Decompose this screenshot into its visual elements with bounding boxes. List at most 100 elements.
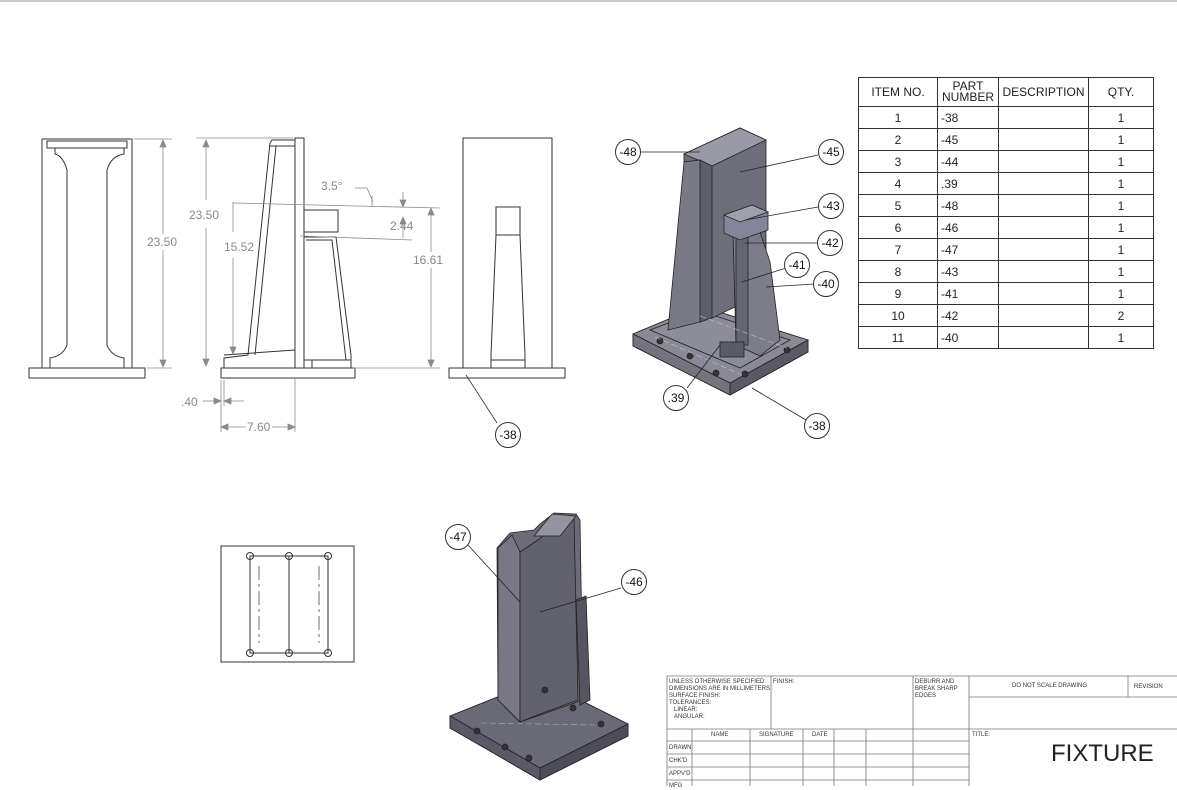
tolerance-notes: UNLESS OTHERWISE SPECIFIED: DIMENSIONS A…	[669, 679, 771, 720]
side-inner-height-label: 15.52	[224, 240, 254, 254]
bom-part-cell: -45	[937, 128, 999, 151]
svg-text:-48: -48	[619, 145, 637, 159]
bom-item-cell: 6	[858, 216, 938, 239]
bom-item-cell: 4	[858, 172, 938, 195]
bom-header-qty: QTY.	[1088, 77, 1154, 107]
bom-description-cell	[998, 106, 1089, 129]
bom-qty-cell: 1	[1088, 172, 1154, 195]
side-view	[220, 137, 356, 379]
bom-part-cell: -43	[937, 260, 999, 283]
svg-text:-47: -47	[449, 530, 467, 544]
bom-item-cell: 7	[858, 238, 938, 261]
bom-description-cell	[998, 150, 1089, 173]
leaders-bottom	[467, 544, 622, 613]
bom-header-item: ITEM NO.	[858, 77, 938, 107]
balloons-bottom: -47 -46	[445, 524, 647, 595]
finish-label: FINISH:	[773, 679, 795, 685]
title-block-grid	[666, 675, 1177, 786]
balloon-46: -46	[621, 569, 647, 595]
isometric-view-bottom	[449, 512, 629, 781]
balloon-right-view: -38	[495, 422, 521, 448]
bom-table: ITEM NO. PART NUMBER DESCRIPTION QTY. 1-…	[858, 77, 1154, 349]
date-header: DATE	[812, 732, 828, 738]
bom-description-cell	[998, 172, 1089, 195]
bom-part-cell: -42	[937, 304, 999, 327]
bom-description-cell	[998, 194, 1089, 217]
bom-description-cell	[998, 128, 1089, 151]
svg-text:-45: -45	[822, 145, 840, 159]
drawn-label: DRAWN	[669, 745, 692, 751]
bom-part-cell: -41	[937, 282, 999, 305]
table-row: 7-47 1	[858, 238, 1154, 261]
balloons-top: -48 -45 -43 -42 -41 -40 .39 -38	[615, 139, 844, 439]
bom-item-cell: 5	[858, 194, 938, 217]
bom-item-cell: 2	[858, 128, 938, 151]
bom-qty-cell: 1	[1088, 106, 1154, 129]
bom-item-cell: 1	[858, 106, 938, 129]
bom-description-cell	[998, 238, 1089, 261]
front-height-dimension	[134, 138, 172, 369]
bom-header-part: PART NUMBER	[937, 77, 999, 107]
bom-description-cell	[998, 216, 1089, 239]
name-header: NAME	[711, 732, 729, 738]
svg-text:-38: -38	[499, 428, 517, 442]
svg-text:-43: -43	[822, 199, 840, 213]
svg-text:-46: -46	[625, 575, 643, 589]
side-overall-height-label: 23.50	[189, 208, 219, 222]
svg-text:-38: -38	[808, 419, 826, 433]
table-row: 3-44 1	[858, 150, 1154, 173]
isometric-view-top	[632, 127, 810, 396]
bom-part-cell: -47	[937, 238, 999, 261]
balloon-38: -38	[804, 413, 830, 439]
bom-description-cell	[998, 282, 1089, 305]
balloon-39: .39	[663, 385, 689, 411]
bom-qty-cell: 1	[1088, 238, 1154, 261]
balloon-45: -45	[818, 139, 844, 165]
angle-label: 3.5°	[321, 179, 343, 193]
checked-label: CHK'D	[669, 758, 688, 764]
bom-qty-cell: 1	[1088, 150, 1154, 173]
bom-item-cell: 11	[858, 326, 938, 349]
bom-qty-cell: 1	[1088, 216, 1154, 239]
svg-text:-41: -41	[788, 258, 806, 272]
slot-label: 2.44	[390, 219, 414, 233]
deburr-note: DEBURR AND BREAK SHARP EDGES	[915, 679, 958, 699]
drawing-title: FIXTURE	[1051, 740, 1154, 767]
bom-description-cell	[998, 304, 1089, 327]
bom-header-description: DESCRIPTION	[998, 77, 1089, 107]
balloon-47: -47	[445, 524, 471, 550]
mfg-label: MFG	[669, 783, 683, 789]
right-view	[448, 137, 566, 424]
bom-part-cell: -38	[937, 106, 999, 129]
bom-item-cell: 3	[858, 150, 938, 173]
bom-part-cell: -44	[937, 150, 999, 173]
bom-header-row: ITEM NO. PART NUMBER DESCRIPTION QTY.	[858, 77, 1154, 107]
side-dimensions	[196, 137, 441, 432]
balloon-42: -42	[817, 230, 843, 256]
svg-text:-40: -40	[817, 277, 835, 291]
width-label: 7.60	[247, 420, 271, 434]
front-view	[28, 138, 146, 379]
balloon-41: -41	[784, 252, 810, 278]
balloon-43: -43	[818, 193, 844, 219]
front-height-label: 23.50	[147, 235, 177, 249]
bom-qty-cell: 1	[1088, 194, 1154, 217]
do-not-scale-note: DO NOT SCALE DRAWING	[1012, 683, 1088, 689]
revision-label: REVISION	[1134, 684, 1163, 690]
title-label: TITLE:	[972, 732, 991, 738]
bom-qty-cell: 1	[1088, 260, 1154, 283]
approved-label: APPV'D	[669, 771, 691, 777]
svg-text:-42: -42	[821, 236, 839, 250]
bom-item-cell: 9	[858, 282, 938, 305]
